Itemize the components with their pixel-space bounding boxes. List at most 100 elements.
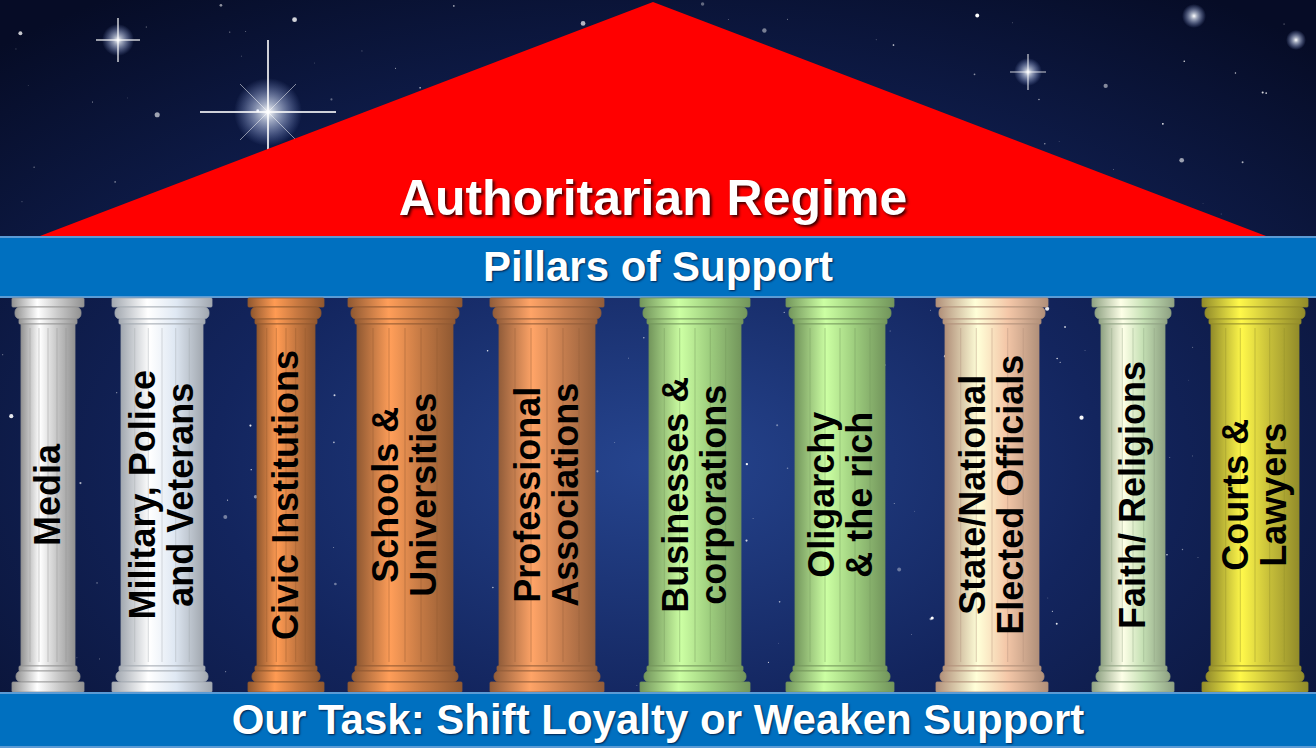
pillar-part [1096,671,1170,682]
star [27,85,29,87]
pillar-part [490,298,604,307]
star [292,17,297,22]
bright-star [96,18,140,62]
pillar-part [943,666,1041,671]
star [220,4,223,7]
roof-triangle-fill [40,2,1266,236]
star [1235,72,1236,73]
star [701,2,704,5]
star [227,500,228,501]
roof-label: Authoritarian Regime [40,171,1266,226]
star [1113,169,1115,171]
pillar-part [1092,682,1174,692]
star [1192,455,1194,457]
star [596,470,598,472]
star [614,442,616,444]
star [114,181,115,182]
star [18,31,22,35]
pillar-part [494,671,600,682]
star [628,357,630,359]
star [914,510,916,512]
pillar-part [355,319,455,324]
star [1182,549,1183,550]
pillar-part [119,319,205,324]
star [581,21,586,26]
star [752,517,754,519]
star [1079,416,1083,420]
pillar-part [348,298,462,307]
star [1038,99,1040,101]
pillar: Oligarchy & the rich [786,298,894,692]
pillar: Faith/ Religions [1092,298,1174,692]
star [33,167,34,168]
star [893,503,895,505]
pillar-part [945,324,1039,666]
star [395,68,396,69]
pillar-part [640,298,750,307]
star [127,97,129,99]
pillar-part [12,682,84,692]
star [145,26,147,28]
pillar-part [1209,319,1301,324]
pillar: Military, Police and Veterans [112,298,212,692]
star [240,55,242,57]
star [333,547,335,549]
pillar-part [352,671,458,682]
pillar-part [115,307,209,319]
star [334,583,337,586]
star [313,62,315,64]
pillar-part [16,671,80,682]
star [79,482,81,484]
star [778,642,780,644]
pillar-part [647,666,743,671]
pillar-part [1099,666,1167,671]
star [76,657,78,659]
pillar-part [351,307,459,319]
pillar-part [936,298,1048,307]
star [492,587,494,589]
star [225,671,227,673]
star [96,582,97,583]
star [330,98,332,100]
pillar-part [499,324,595,666]
star [1162,123,1164,125]
pillar-part [19,319,77,324]
star [1056,623,1058,625]
pillar-part [1205,307,1305,319]
pillar-part [795,324,885,666]
header-band: Pillars of Support [0,236,1316,298]
star [361,50,363,52]
star [1056,358,1057,359]
star [1184,60,1185,61]
pillar-part [1099,319,1167,324]
pillar: Media [12,298,84,692]
pillar: State/National Elected Officials [936,298,1048,692]
star [334,394,336,396]
band-label: Our Task: Shift Loyalty or Weaken Suppor… [232,697,1085,743]
star [746,463,748,465]
pillar-part [248,298,324,307]
pillar-flute [1111,328,1112,662]
pillar-part [252,671,320,682]
pillar-label: State/National Elected Officials [954,345,1030,645]
task-band: Our Task: Shift Loyalty or Weaken Suppor… [0,692,1316,748]
pillar-part [490,682,604,692]
star [893,44,895,46]
star [155,112,160,117]
pillar-part [940,671,1044,682]
star [897,567,901,571]
pillar-label: Military, Police and Veterans [124,345,200,645]
star [889,330,891,332]
pillar-part [786,298,894,307]
star [727,19,729,21]
star [1242,161,1244,163]
star [745,540,747,542]
pillar-part [112,682,212,692]
pillar-part [15,307,81,319]
pillar-part [643,307,747,319]
star [762,28,766,32]
pillar-part [789,307,891,319]
star [1179,158,1184,163]
star [245,30,247,32]
